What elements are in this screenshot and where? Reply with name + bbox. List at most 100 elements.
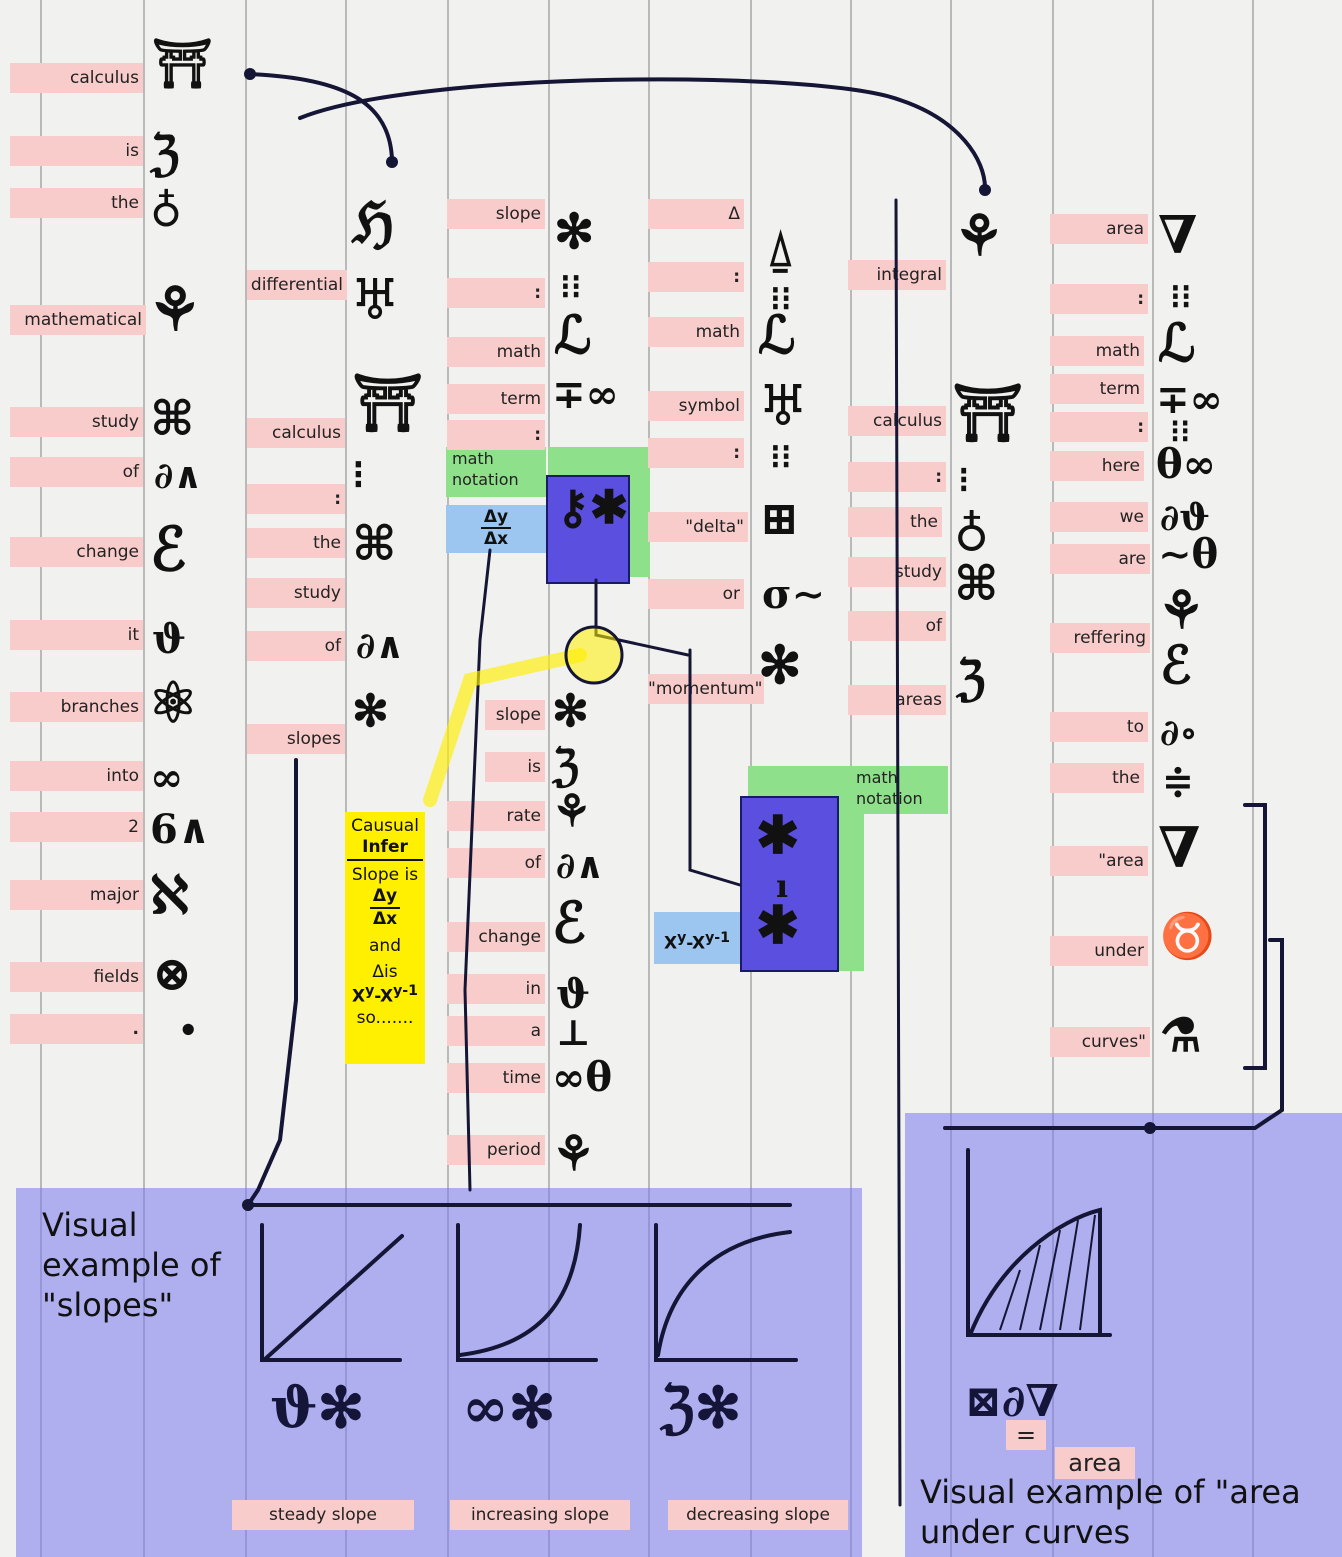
rule-line bbox=[345, 0, 347, 1557]
node-dot bbox=[979, 184, 991, 196]
logogram-glyph: ℨ bbox=[150, 126, 180, 182]
rule-line bbox=[143, 0, 145, 1557]
col3-word: is bbox=[485, 752, 545, 782]
area-hatching bbox=[999, 1214, 1096, 1331]
logogram-glyph: ✻ bbox=[554, 204, 595, 260]
col6-word: under bbox=[1050, 936, 1148, 966]
col3-word: term bbox=[447, 384, 545, 414]
logogram-glyph: ℨ✻ bbox=[660, 1375, 742, 1441]
note-and: and bbox=[369, 936, 401, 957]
logogram-glyph: ℵ bbox=[150, 865, 189, 926]
col2-word: differential bbox=[247, 270, 347, 300]
logogram-glyph: ∂ϑ bbox=[1160, 497, 1210, 539]
steady-slope-line bbox=[262, 1234, 404, 1362]
col1-word: branches bbox=[10, 692, 143, 722]
logogram-glyph: ⁝ bbox=[352, 451, 365, 498]
x-base: X bbox=[351, 986, 366, 1007]
col2-word: slopes bbox=[247, 724, 345, 754]
logogram-glyph: ✱ bbox=[756, 895, 800, 956]
decreasing-slope-axes bbox=[654, 1223, 798, 1362]
logogram-glyph: ⛩ bbox=[152, 36, 213, 92]
math-notation-text: math notation bbox=[856, 768, 923, 808]
logogram-glyph: ⁝⁝ bbox=[770, 437, 792, 477]
col4-word: : bbox=[648, 438, 744, 468]
rule-line bbox=[1252, 0, 1254, 1557]
connector-calculus-differential bbox=[248, 72, 394, 162]
x-sup-1: y bbox=[365, 982, 375, 999]
logogram-glyph: ∇ bbox=[1158, 815, 1201, 881]
notation-box-2 bbox=[740, 796, 839, 972]
col6-word: math bbox=[1050, 336, 1144, 366]
notation-box-1 bbox=[546, 475, 630, 584]
logogram-glyph: ∂∘ bbox=[1160, 712, 1198, 754]
col3-word: slope bbox=[447, 199, 545, 229]
logogram-glyph: ⊞ bbox=[760, 491, 799, 545]
logogram-glyph: ⛩ bbox=[352, 370, 424, 436]
caption-steady-slope: steady slope bbox=[232, 1500, 414, 1530]
col3-word: : bbox=[447, 278, 545, 308]
col1-word: mathematical bbox=[10, 305, 146, 335]
col3-word: time bbox=[447, 1063, 545, 1093]
logogram-glyph: ϑ bbox=[152, 616, 186, 663]
col3-word: : bbox=[447, 420, 545, 450]
logogram-glyph: ℒ bbox=[1158, 313, 1196, 374]
col3-word: math bbox=[447, 337, 545, 367]
col1-word: study bbox=[10, 407, 143, 437]
col2-word: study bbox=[247, 578, 345, 608]
col1-word: fields bbox=[10, 962, 143, 992]
logogram-glyph: ∓∞ bbox=[552, 371, 619, 418]
col6-word: area bbox=[1050, 214, 1148, 244]
col6-word: the bbox=[1050, 763, 1144, 793]
logogram-glyph: ⊗ bbox=[152, 946, 193, 1002]
col4-word: symbol bbox=[648, 391, 744, 421]
logogram-glyph: ♁ bbox=[150, 181, 183, 232]
node-dot bbox=[386, 156, 398, 168]
logogram-glyph: ⚘ bbox=[148, 275, 202, 345]
logogram-glyph: ⊥ bbox=[556, 1012, 591, 1054]
x-minus: -X bbox=[686, 933, 706, 954]
note-so: so....... bbox=[356, 1007, 414, 1028]
rule-line bbox=[245, 0, 247, 1557]
logogram-glyph: ∂∧ bbox=[154, 455, 203, 497]
momentum-connector bbox=[688, 648, 742, 887]
x-sup-1: y bbox=[677, 930, 687, 946]
col4-word: or bbox=[648, 579, 744, 609]
focus-circle bbox=[564, 625, 624, 685]
x-minus: -X bbox=[374, 986, 394, 1007]
col3-word: rate bbox=[447, 801, 545, 831]
x-base: X bbox=[663, 933, 678, 954]
col4-word: "delta" bbox=[648, 512, 748, 542]
rule-line bbox=[447, 0, 449, 1557]
node-dot bbox=[1144, 1122, 1156, 1134]
note-denominator: Δx bbox=[372, 909, 398, 929]
area-region bbox=[967, 1207, 1102, 1337]
caption-decreasing-slope: decreasing slope bbox=[668, 1500, 848, 1530]
increasing-slope-axes bbox=[456, 1223, 598, 1362]
col4-word: Δ bbox=[648, 199, 744, 229]
col2-word: the bbox=[247, 528, 345, 558]
fraction-denominator: Δx bbox=[483, 529, 509, 549]
increasing-slope-curve bbox=[458, 1223, 582, 1357]
rule-line bbox=[950, 0, 952, 1557]
logogram-glyph: ✱ bbox=[756, 805, 800, 866]
note-numerator: Δy bbox=[369, 886, 401, 909]
logogram-glyph: ∇ bbox=[1158, 205, 1198, 266]
area-panel-title: Visual example of "area under curves bbox=[920, 1473, 1301, 1551]
rule-line bbox=[548, 0, 550, 1557]
col3-word: a bbox=[447, 1016, 545, 1046]
col3-word: of bbox=[447, 848, 545, 878]
logogram-glyph: ⛩ bbox=[952, 380, 1024, 446]
logogram-glyph: ℒ bbox=[554, 305, 592, 366]
logogram-glyph: ⁝ bbox=[958, 459, 970, 501]
col2-word: : bbox=[247, 484, 345, 514]
logogram-glyph: ℨ bbox=[552, 741, 580, 792]
logogram-glyph: ⚷✱ bbox=[556, 480, 629, 534]
col6-word: to bbox=[1050, 712, 1148, 742]
logogram-glyph: ♉ bbox=[1160, 911, 1215, 962]
logogram-glyph: ℰ bbox=[552, 890, 586, 956]
logogram-glyph: ℰ bbox=[1160, 635, 1192, 696]
note-x-expression: Xy-Xy-1 bbox=[347, 983, 423, 1008]
connector-calculus-integral bbox=[298, 77, 987, 190]
logogram-glyph: ∓∞ bbox=[1156, 376, 1223, 423]
